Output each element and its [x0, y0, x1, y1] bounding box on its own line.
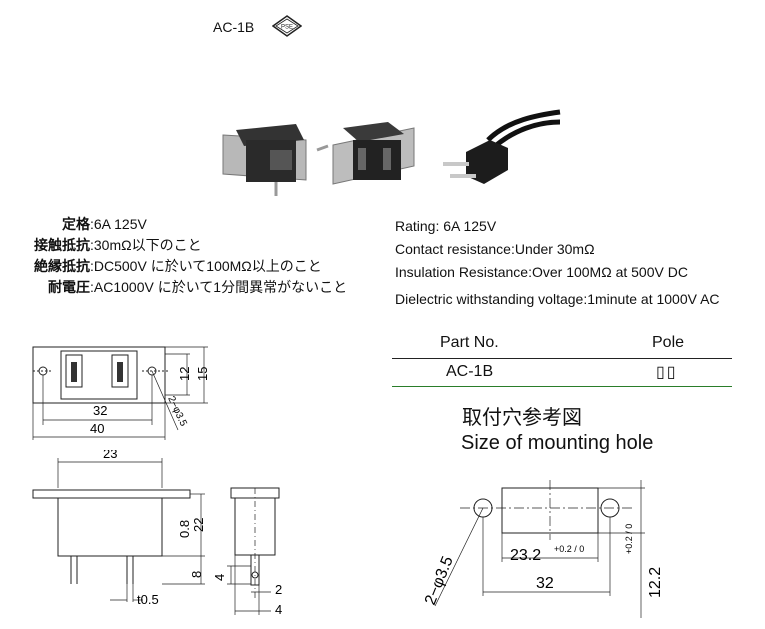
spec-jp-value: DC500V に於いて100MΩ以上のこと	[93, 258, 322, 274]
spec-en-contact: Contact resistance:Under 30mΩ	[395, 241, 595, 257]
spec-en-rating: Rating: 6A 125V	[395, 218, 497, 234]
spec-jp-value: 30mΩ以下のこと	[93, 237, 202, 253]
spec-jp-value: 6A 125V	[93, 216, 147, 232]
dim-side-23: 23	[103, 450, 117, 461]
table-cell-pole: ▯▯	[656, 364, 678, 381]
pse-mark-icon: PSE	[271, 15, 303, 42]
dim-top-32: 32	[93, 403, 107, 418]
table-header-pole: Pole	[652, 334, 685, 351]
mounting-hole-drawing: 23.2 +0.2 / 0 32 12.2 +0.2 / 0 2−φ3.5	[422, 480, 664, 618]
specs-jp: 定格:6A 125V 接触抵抗:30mΩ以下のこと 絶縁抵抗:DC500V に於…	[0, 214, 347, 298]
spec-en-dielectric: Dielectric withstanding voltage:1minute …	[395, 291, 720, 307]
spec-jp-label: 絶縁抵抗	[34, 259, 90, 275]
dim-side-22: 22	[191, 518, 206, 532]
table-cell-part: AC-1B	[446, 363, 494, 380]
spec-jp-row: 定格:6A 125V	[0, 214, 347, 235]
spec-jp-row: 絶縁抵抗:DC500V に於いて100MΩ以上のこと	[0, 256, 347, 277]
top-view-drawing: 32 40 12 15 2−φ3.5	[32, 346, 210, 440]
spec-jp-label: 接触抵抗	[34, 238, 90, 254]
spec-jp-label: 耐電圧	[48, 280, 90, 296]
dim-end-2: 2	[275, 582, 282, 597]
spec-jp-label: 定格	[62, 217, 90, 233]
dim-hole-32: 32	[536, 575, 554, 592]
dim-side-8: 8	[189, 571, 204, 578]
table-divider	[392, 358, 732, 359]
dim-top-hole: 2−φ3.5	[165, 395, 189, 429]
spec-jp-row: 接触抵抗:30mΩ以下のこと	[0, 235, 347, 256]
mounting-title-en: Size of mounting hole	[461, 432, 654, 454]
spec-jp-row: 耐電圧:AC1000V に於いて1分間異常がないこと	[0, 277, 347, 298]
table-header-part: Part No.	[440, 334, 499, 351]
dim-side-08: 0.8	[177, 520, 192, 538]
spec-en-insulation: Insulation Resistance:Over 100MΩ at 500V…	[395, 264, 688, 280]
dim-hole-122: 12.2	[647, 567, 664, 598]
dim-side-t05: t0.5	[137, 592, 159, 607]
dim-top-40: 40	[90, 421, 104, 436]
side-view-drawing: 23 0.8 22 8 t0.5	[32, 450, 206, 607]
dim-top-12: 12	[177, 367, 192, 381]
dim-hole-dia: 2−φ3.5	[422, 554, 457, 608]
dim-hole-122-tol: +0.2 / 0	[624, 524, 634, 554]
mounting-title-jp: 取付穴参考図	[462, 405, 582, 429]
pse-mark-text: PSE	[281, 25, 293, 31]
dim-top-15: 15	[195, 367, 210, 381]
dim-end-4b: 4	[275, 602, 282, 617]
product-photo	[218, 100, 563, 205]
dim-end-4a: 4	[212, 574, 227, 581]
dim-hole-232-tol: +0.2 / 0	[554, 544, 584, 554]
end-view-drawing: 4 2 4	[212, 487, 282, 617]
product-title: AC-1B	[213, 19, 255, 35]
spec-jp-value: AC1000V に於いて1分間異常がないこと	[93, 279, 348, 295]
dim-hole-232: 23.2	[510, 547, 541, 564]
table-bottom-line	[392, 386, 732, 387]
